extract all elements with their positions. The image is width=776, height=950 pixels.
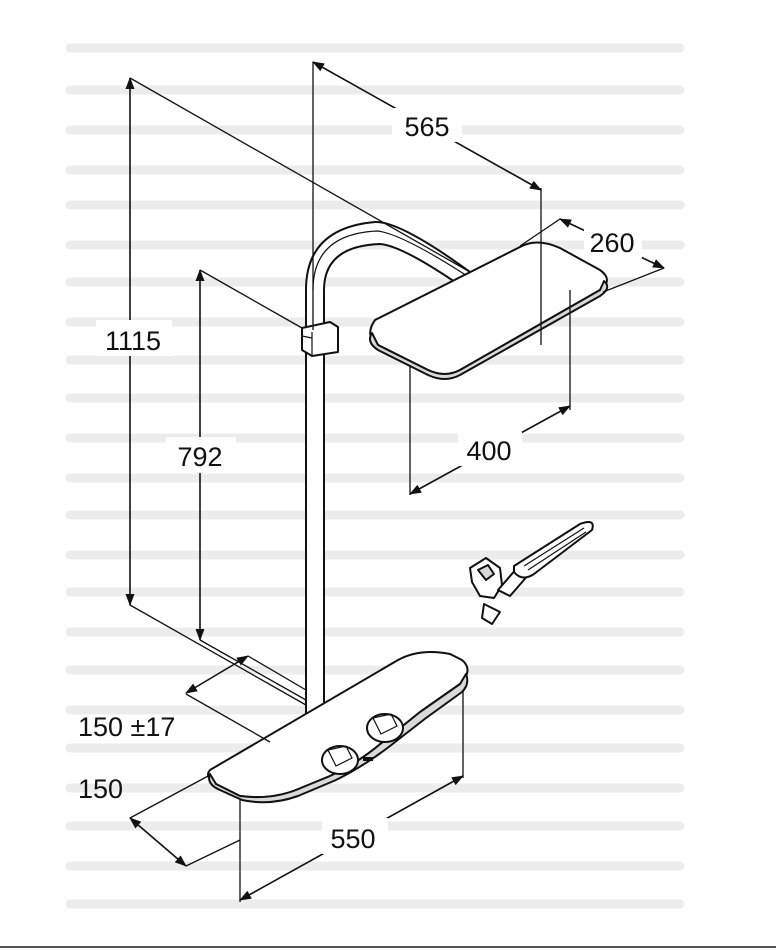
- dimension-shelf-width: 550: [239, 690, 464, 902]
- label-wall-offset: 150 ±17: [78, 712, 175, 742]
- bottom-rule: [0, 946, 776, 948]
- label-head-depth: 260: [589, 228, 634, 258]
- dimension-head-width: 400: [409, 290, 571, 495]
- label-head-width: 400: [466, 436, 511, 466]
- label-shelf-width: 550: [330, 824, 375, 854]
- dimension-arm-length: 565: [312, 61, 542, 345]
- thermostat-knob-left: [321, 745, 359, 775]
- column-clamp: [301, 321, 339, 357]
- thermostat-knob-right: [366, 713, 404, 743]
- background-texture: [65, 43, 685, 909]
- label-shelf-depth: 150: [78, 774, 123, 804]
- dimension-head-depth: 260: [519, 218, 665, 293]
- label-overall-height: 1115: [105, 326, 161, 356]
- dimension-outlet-height: 792: [166, 269, 307, 701]
- dimension-shelf-depth: 150: [78, 774, 241, 867]
- dimension-wall-offset: 150 ±17: [78, 655, 307, 743]
- hand-shower: [469, 521, 594, 625]
- label-arm-length: 565: [404, 112, 449, 142]
- dimension-overall-height: 1115: [96, 77, 471, 706]
- rain-shower-head: [369, 241, 609, 380]
- label-outlet-height: 792: [177, 442, 222, 472]
- thermostat-shelf: [207, 651, 469, 804]
- thermostat-indicator: [363, 757, 373, 761]
